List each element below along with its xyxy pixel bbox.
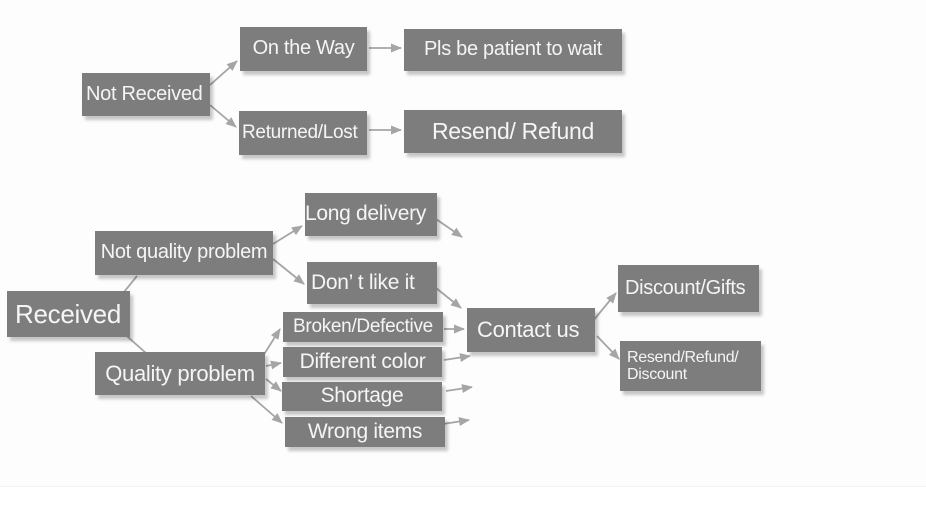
node-broken-defective: Broken/Defective xyxy=(283,312,443,342)
node-quality-problem: Quality problem xyxy=(95,352,265,395)
edge-not-quality-problem-to-dont-like-it xyxy=(272,258,305,285)
edge-dont-like-it-to-contact-us xyxy=(435,287,462,309)
edge-quality-problem-to-wrong-items xyxy=(250,395,283,424)
node-pls-be-patient: Pls be patient to wait xyxy=(404,29,622,71)
edge-wrong-items-to-contact-us xyxy=(442,417,470,426)
node-shortage: Shortage xyxy=(282,382,442,411)
node-different-color: Different color xyxy=(283,347,442,377)
edge-different-color-to-contact-us xyxy=(443,353,471,362)
edge-not-received-to-on-the-way xyxy=(209,60,238,86)
edge-long-delivery-to-contact-us xyxy=(435,218,463,238)
edge-contact-us-to-resend-refund-discount xyxy=(596,335,620,360)
node-resend-refund: Resend/ Refund xyxy=(404,110,622,153)
node-on-the-way: On the Way xyxy=(240,27,367,71)
edge-quality-problem-to-different-color xyxy=(265,360,282,370)
edge-contact-us-to-discount-gifts xyxy=(592,292,617,322)
edge-not-received-to-returned-lost xyxy=(209,104,237,128)
edge-received-to-not-quality-problem xyxy=(123,275,138,293)
edge-shortage-to-contact-us xyxy=(445,384,473,393)
node-long-delivery: Long delivery xyxy=(305,193,437,236)
edge-quality-problem-to-broken-defective xyxy=(262,328,281,357)
node-received: Received xyxy=(7,291,130,337)
node-returned-lost: Returned/Lost xyxy=(239,111,367,155)
edge-quality-problem-to-shortage xyxy=(265,378,282,392)
node-dont-like-it: Don’ t like it xyxy=(307,262,437,304)
node-resend-refund-discount: Resend/Refund/ Discount xyxy=(620,341,761,391)
node-not-quality-problem: Not quality problem xyxy=(95,231,273,275)
node-discount-gifts: Discount/Gifts xyxy=(618,265,759,312)
node-wrong-items: Wrong items xyxy=(285,417,445,447)
node-contact-us: Contact us xyxy=(467,308,595,352)
node-not-received: Not Received xyxy=(82,73,210,116)
edge-not-quality-problem-to-long-delivery xyxy=(272,225,303,245)
